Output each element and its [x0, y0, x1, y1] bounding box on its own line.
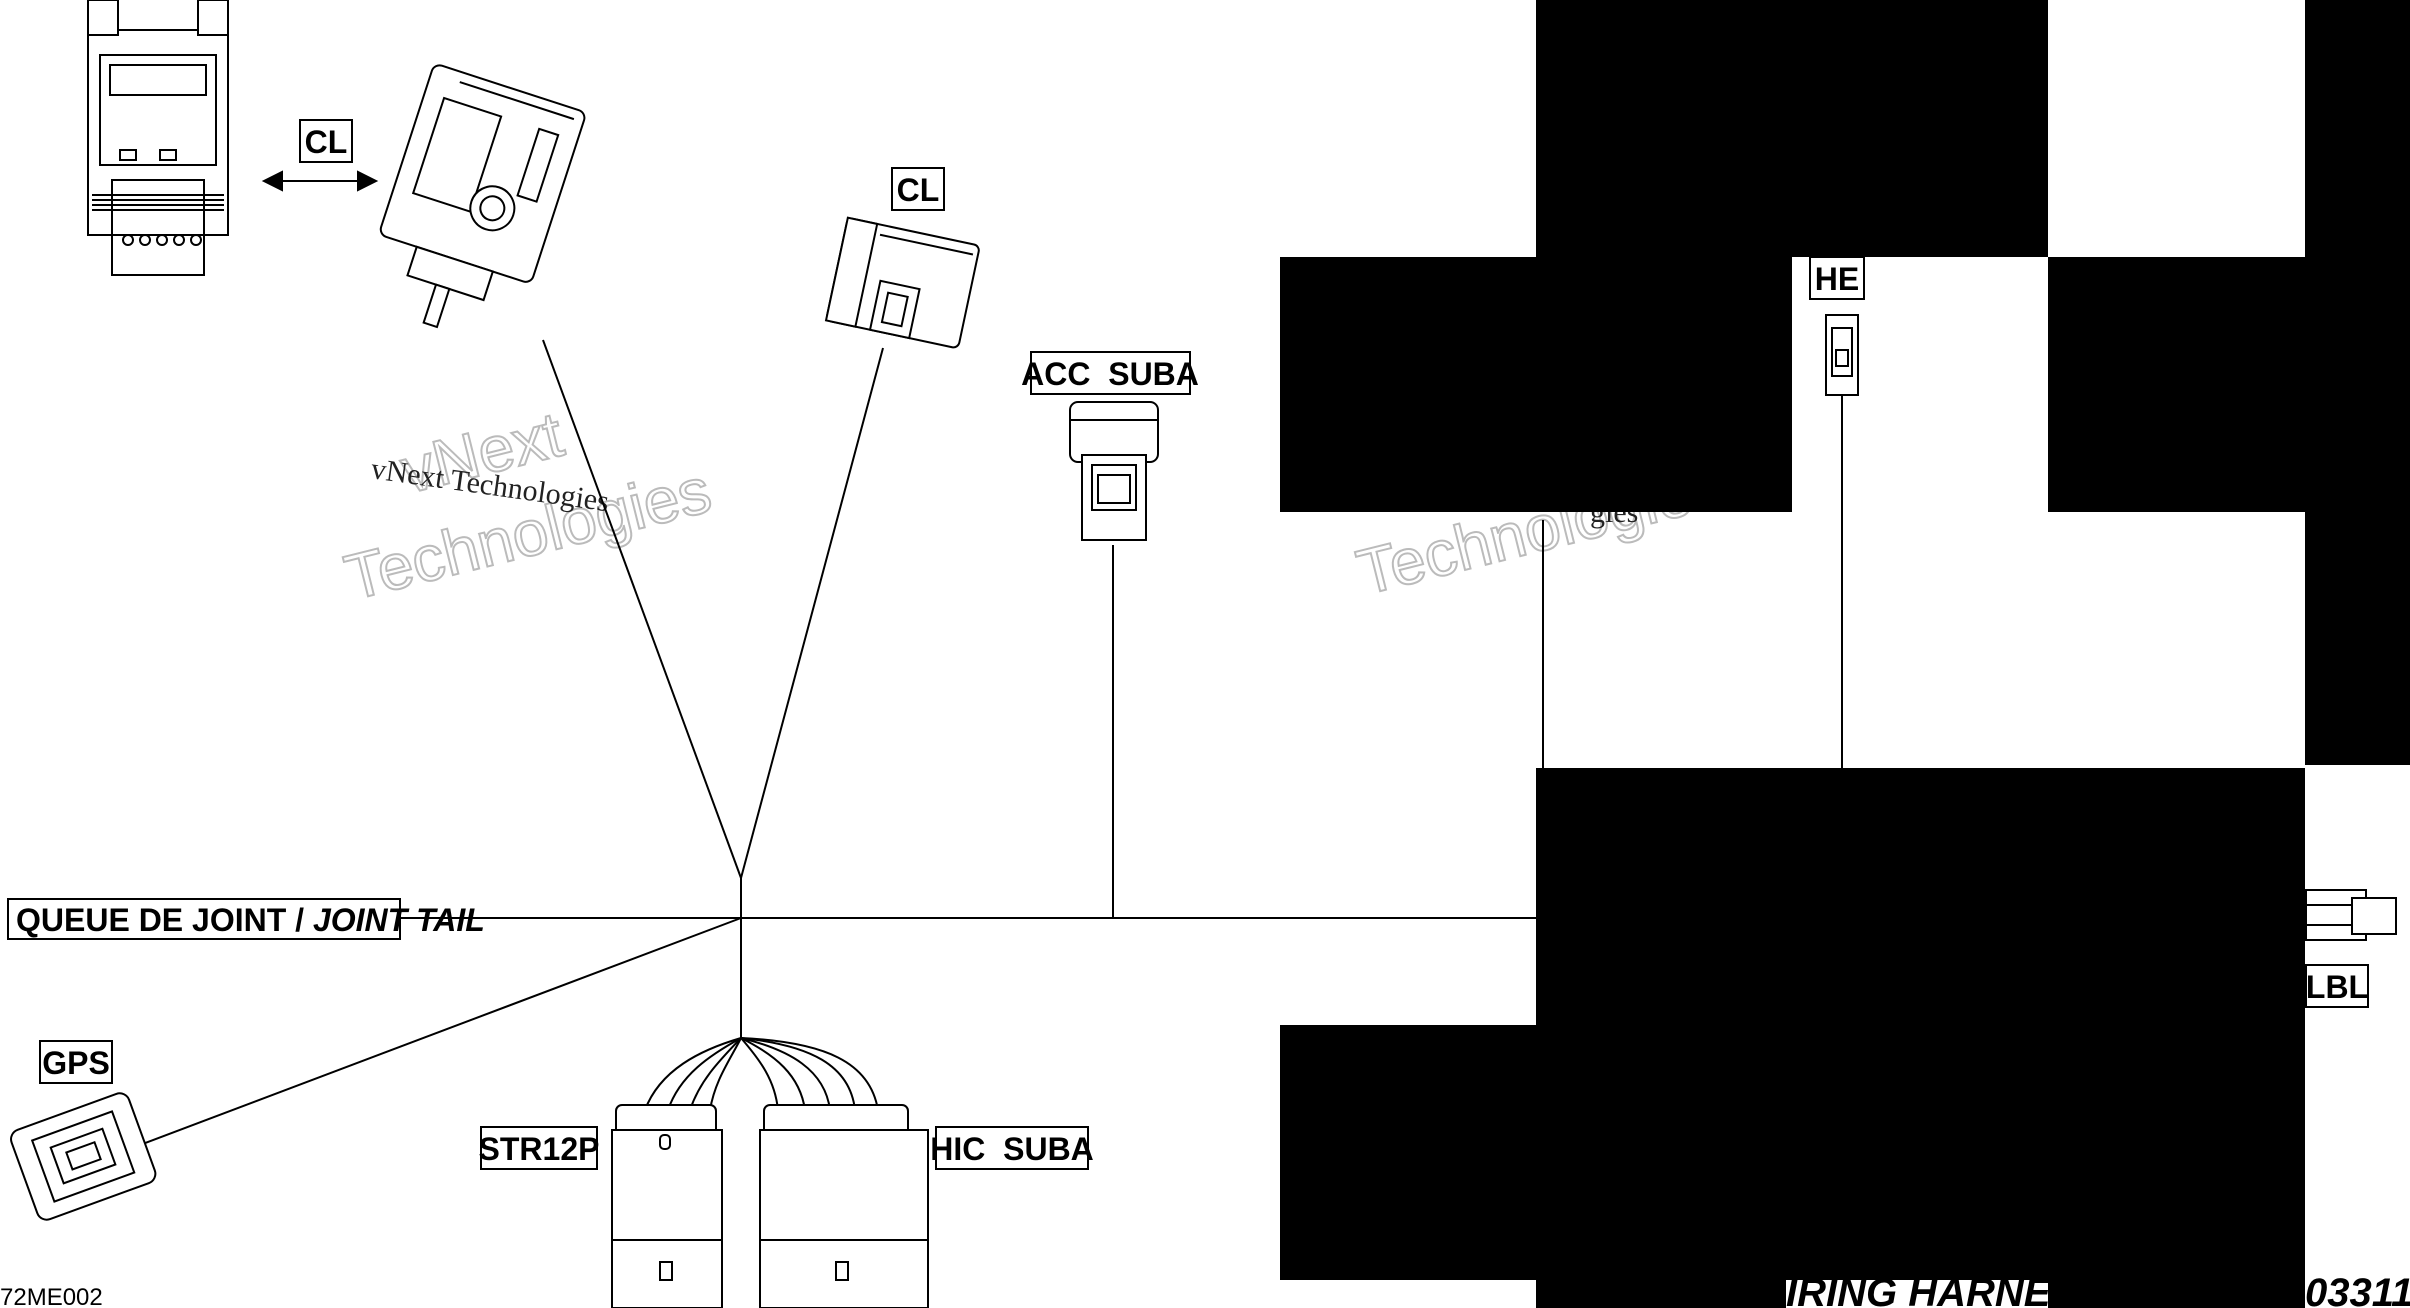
label-gps: GPS [39, 1040, 113, 1084]
redaction-block-3 [1280, 257, 1792, 512]
svg-text:LBL: LBL [2306, 969, 2368, 1005]
label-cl-top-left: CL [299, 119, 353, 163]
mating-double-arrow [261, 170, 379, 192]
connector-hic-suba [759, 1104, 929, 1308]
redaction-block-4 [2048, 257, 2410, 512]
svg-text:HE: HE [1815, 261, 1859, 297]
fan-wire-str-1 [644, 1037, 742, 1111]
redaction-block-7 [1536, 1280, 1786, 1308]
redaction-block-1 [1536, 0, 2048, 257]
joint-tail-fr: QUEUE DE JOINT / [16, 902, 313, 938]
svg-text:STR12P: STR12P [479, 1131, 600, 1167]
connector-he [1825, 314, 1859, 396]
wires [131, 339, 1843, 1149]
svg-text:HIC SUBA: HIC SUBA [930, 1131, 1094, 1167]
svg-text:GPS: GPS [42, 1045, 110, 1081]
footer-title-fragment: IRING HARNESS [1786, 1271, 2104, 1308]
fan-wire-str-4 [709, 1037, 742, 1111]
label-hic-suba: HIC SUBA [930, 1126, 1094, 1170]
label-acc-suba: ACC SUBA [1021, 351, 1199, 395]
reference-code: 72ME002 [0, 1284, 103, 1308]
redaction-blocks [1280, 0, 2410, 1308]
label-lbl: LBL [2305, 964, 2369, 1008]
fan-wire-hic-3 [740, 1037, 831, 1111]
label-he: HE [1809, 256, 1865, 300]
redaction-block-5 [1536, 768, 2305, 1025]
fan-wire-hic-2 [740, 1037, 806, 1111]
svg-text:QUEUE DE JOINT / JOINT TAIL: QUEUE DE JOINT / JOINT TAIL [16, 902, 485, 938]
fan-wire-str-3 [689, 1037, 742, 1111]
wire-to-cl-center [740, 347, 884, 879]
fan-wire-hic-1 [740, 1037, 779, 1111]
fan-wire-hic-5 [740, 1037, 879, 1111]
footer-part-fragment: 03311 [2305, 1271, 2410, 1308]
svg-text:ACC SUBA: ACC SUBA [1021, 356, 1199, 392]
label-str12p: STR12P [479, 1126, 600, 1170]
wire-to-gps [131, 917, 742, 1149]
label-cl-top-center: CL [891, 167, 945, 211]
svg-text:CL: CL [897, 172, 940, 208]
connector-cl-front-view [87, 0, 229, 276]
connector-acc-suba [1069, 401, 1159, 541]
connector-str12p [611, 1104, 723, 1308]
connector-cl-angled [379, 64, 586, 329]
connector-gps [10, 1092, 157, 1221]
fan-wire-hic-4 [740, 1037, 856, 1111]
svg-text:CL: CL [305, 124, 348, 160]
label-joint-tail: QUEUE DE JOINT / JOINT TAIL [7, 898, 485, 940]
redaction-block-6 [1280, 1025, 2305, 1280]
fan-wire-str-2 [667, 1037, 742, 1111]
redaction-block-8 [2048, 1280, 2305, 1308]
connector-cl-center [824, 216, 980, 349]
joint-tail-en: JOINT TAIL [313, 902, 485, 938]
wire-to-cl-left [542, 339, 742, 879]
connector-lbl [2305, 889, 2397, 941]
